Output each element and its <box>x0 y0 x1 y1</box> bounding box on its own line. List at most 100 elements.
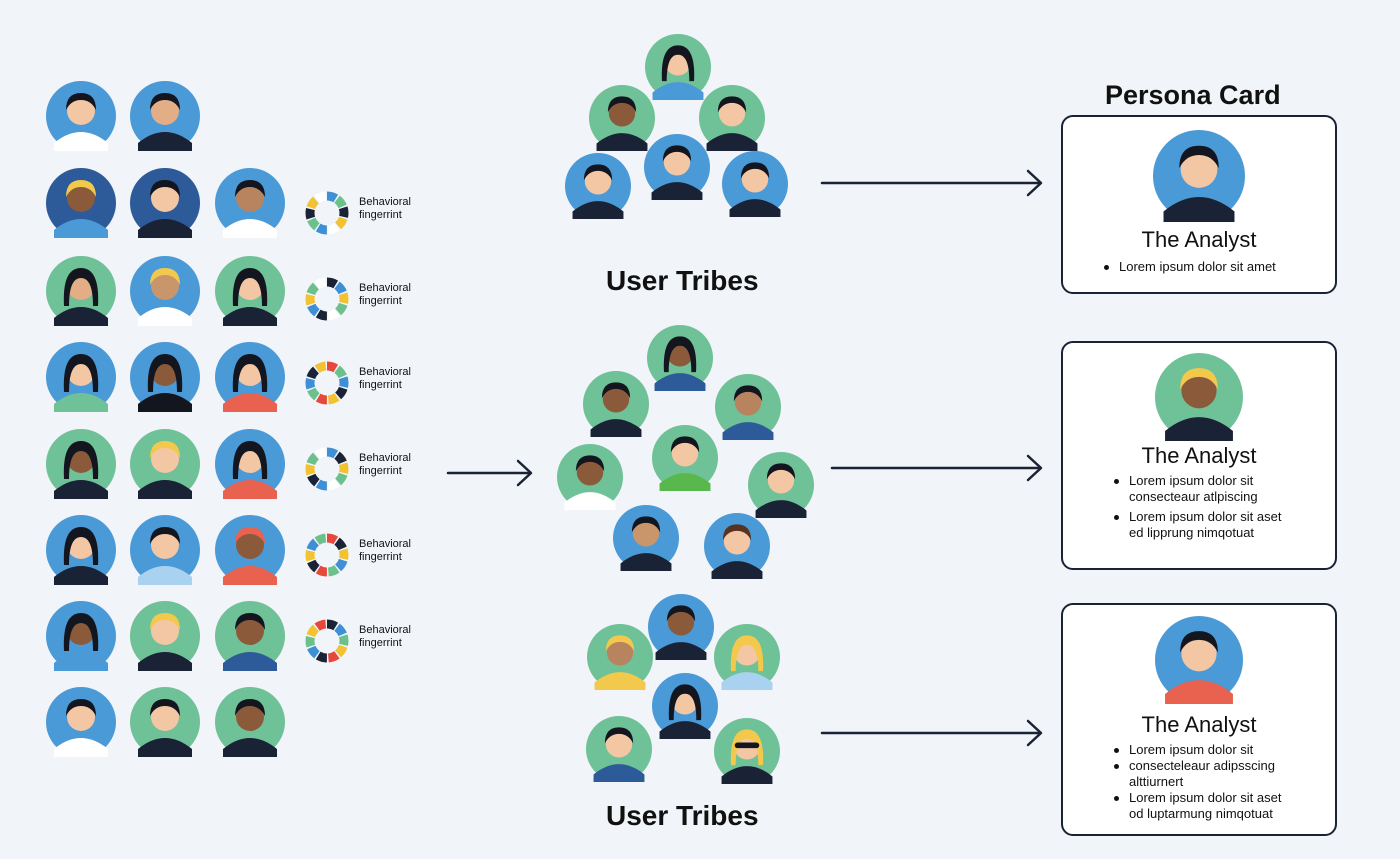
donut-segment <box>305 277 349 321</box>
user-avatar-icon <box>215 342 285 412</box>
donut-segment <box>305 277 349 321</box>
donut-segment <box>305 361 349 405</box>
donut-segment <box>305 361 349 405</box>
user-avatar-icon <box>215 687 285 757</box>
persona-card: The Analyst Lorem ipsum dolor sit consec… <box>1061 603 1337 836</box>
user-avatar-icon <box>647 325 713 391</box>
persona-name: The Analyst <box>1141 712 1257 737</box>
donut-segment <box>305 191 349 235</box>
user-avatar-icon <box>46 168 116 238</box>
user-avatar-icon <box>583 371 649 437</box>
user-avatar-icon <box>699 85 765 151</box>
persona-card: The Analyst Lorem ipsum dolor sit amet <box>1061 115 1337 294</box>
fingerprint-donut-icon <box>305 191 349 235</box>
user-avatar-icon <box>714 624 780 690</box>
user-avatar-icon <box>215 168 285 238</box>
donut-segment <box>305 447 349 491</box>
user-avatar-icon <box>130 256 200 326</box>
donut-segment <box>305 533 349 577</box>
user-avatar-icon <box>46 81 116 151</box>
user-avatar-icon <box>715 374 781 440</box>
donut-segment <box>305 533 349 577</box>
user-avatar-icon <box>565 153 631 219</box>
fingerprint-donut-icon <box>305 533 349 577</box>
user-avatar-icon <box>46 515 116 585</box>
user-avatar-icon <box>587 624 653 690</box>
donut-segment <box>305 447 349 491</box>
persona-bullet: Lorem ipsum dolor sit <box>1111 742 1281 758</box>
user-avatar-icon <box>130 342 200 412</box>
user-avatar-icon <box>130 168 200 238</box>
donut-segment <box>305 619 349 663</box>
user-avatar-icon <box>652 425 718 491</box>
user-avatar-icon <box>215 515 285 585</box>
tribe-title: User Tribes <box>606 265 759 296</box>
user-avatar-icon <box>130 81 200 151</box>
user-avatar-icon <box>46 429 116 499</box>
fingerprint-donut-icon <box>305 447 349 491</box>
donut-segment <box>305 361 349 405</box>
user-avatar-icon <box>46 342 116 412</box>
persona-bullets: Lorem ipsum dolor sit consecteleaur adip… <box>1111 742 1281 822</box>
fingerprint-donut-icon <box>305 619 349 663</box>
persona-card-heading: Persona Card <box>1105 80 1281 110</box>
tribe-title: User Tribes <box>606 800 759 831</box>
donut-segment <box>305 447 349 491</box>
user-avatar-icon <box>130 515 200 585</box>
user-avatar-icon <box>586 716 652 782</box>
persona-name: The Analyst <box>1141 443 1257 468</box>
user-avatar-icon <box>613 505 679 571</box>
donut-segment <box>305 191 349 235</box>
donut-segment <box>305 533 349 577</box>
user-avatar-icon <box>215 601 285 671</box>
fingerprint-donut-icon <box>305 277 349 321</box>
user-avatar-icon <box>704 513 770 579</box>
persona-bullets: Lorem ipsum dolor sit amet <box>1101 259 1276 279</box>
persona-avatar-icon <box>1155 353 1243 441</box>
user-avatar-icon <box>130 429 200 499</box>
user-avatar-icon <box>645 34 711 100</box>
persona-name: The Analyst <box>1141 227 1257 252</box>
donut-segment <box>305 619 349 663</box>
user-avatar-icon <box>130 687 200 757</box>
fingerprint-donut-icon <box>305 361 349 405</box>
user-avatar-icon <box>748 452 814 518</box>
user-avatar-icon <box>589 85 655 151</box>
donut-segment <box>305 191 349 235</box>
user-avatar-icon <box>130 601 200 671</box>
user-avatar-icon <box>46 256 116 326</box>
user-avatar-icon <box>46 601 116 671</box>
user-avatar-icon <box>722 151 788 217</box>
user-avatar-icon <box>215 256 285 326</box>
persona-avatar-icon <box>1155 616 1243 704</box>
user-avatar-icon <box>557 444 623 510</box>
user-avatar-icon <box>644 134 710 200</box>
user-avatar-icon <box>652 673 718 739</box>
user-avatar-icon <box>714 718 780 784</box>
persona-bullet: Lorem ipsum dolor sit amet <box>1101 259 1276 275</box>
persona-avatar-icon <box>1153 130 1245 222</box>
donut-segment <box>305 277 349 321</box>
user-avatar-icon <box>46 687 116 757</box>
user-avatar-icon <box>648 594 714 660</box>
donut-segment <box>305 619 349 663</box>
